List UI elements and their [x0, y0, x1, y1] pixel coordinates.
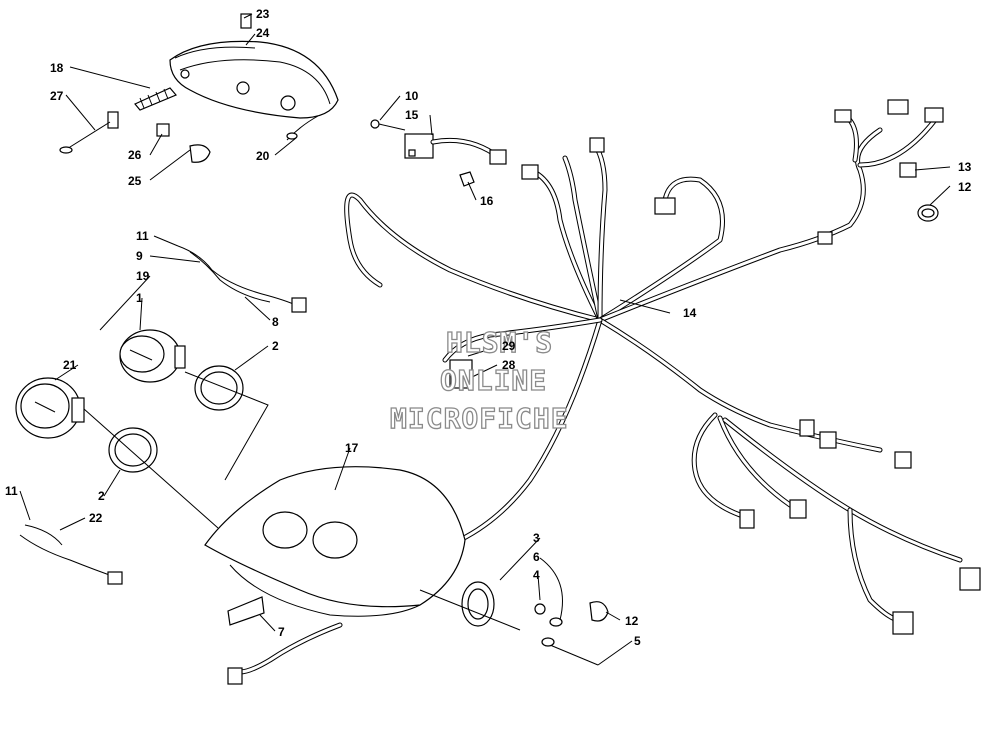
callout-labels: 23 24 18 27 26 25 20 10 15 16 13 12 11 9… — [5, 7, 972, 648]
callout-2-lower: 2 — [98, 489, 105, 503]
headlight-assembly — [169, 40, 339, 119]
watermark-line-3: MICROFICHE — [390, 402, 569, 435]
callout-28: 28 — [502, 358, 516, 372]
gauge-bezel-lower — [108, 427, 158, 473]
callout-4: 4 — [533, 568, 540, 582]
gauge-bezel-upper — [194, 365, 244, 411]
callout-27: 27 — [50, 89, 64, 103]
leader-lines — [19, 13, 951, 666]
headlight-bulb-socket — [59, 13, 319, 163]
callout-8: 8 — [272, 315, 279, 329]
callout-14: 14 — [683, 306, 697, 320]
callout-17: 17 — [345, 441, 359, 455]
callout-11-upper: 11 — [136, 229, 149, 243]
callout-23: 23 — [256, 7, 270, 21]
callout-3: 3 — [533, 531, 540, 545]
gauge-light-harness — [19, 245, 307, 585]
lower-cable — [227, 622, 343, 685]
watermark: HLSM'S ONLINE MICROFICHE — [389, 325, 569, 435]
key-switch — [461, 581, 609, 666]
callout-21: 21 — [63, 358, 77, 372]
callout-19: 19 — [136, 269, 150, 283]
speedometer-gauge — [15, 377, 85, 439]
grommet-upper — [917, 204, 939, 222]
watermark-line-2: ONLINE — [440, 364, 547, 397]
callout-9: 9 — [136, 249, 143, 263]
callout-25: 25 — [128, 174, 142, 188]
watermark-line-1: HLSM'S — [446, 326, 553, 359]
dash-panel — [204, 466, 466, 617]
callout-5: 5 — [634, 634, 641, 648]
callout-12-upper: 12 — [958, 180, 972, 194]
callout-18: 18 — [50, 61, 64, 75]
callout-1: 1 — [136, 291, 143, 305]
callout-26: 26 — [128, 148, 142, 162]
callout-20: 20 — [256, 149, 270, 163]
callout-29: 29 — [502, 339, 516, 353]
callout-7: 7 — [278, 625, 285, 639]
warning-decal — [227, 596, 265, 626]
relay-connector-block — [370, 119, 503, 187]
callout-24: 24 — [256, 26, 270, 40]
tachometer-gauge — [119, 329, 186, 383]
callout-2-upper: 2 — [272, 339, 279, 353]
callout-22: 22 — [89, 511, 103, 525]
callout-10: 10 — [405, 89, 419, 103]
callout-16: 16 — [480, 194, 494, 208]
callout-6: 6 — [533, 550, 540, 564]
callout-13: 13 — [958, 160, 972, 174]
callout-11-lower: 11 — [5, 484, 18, 498]
main-wiring-harness — [344, 99, 981, 635]
callout-12-lower: 12 — [625, 614, 639, 628]
callout-15: 15 — [405, 108, 419, 122]
